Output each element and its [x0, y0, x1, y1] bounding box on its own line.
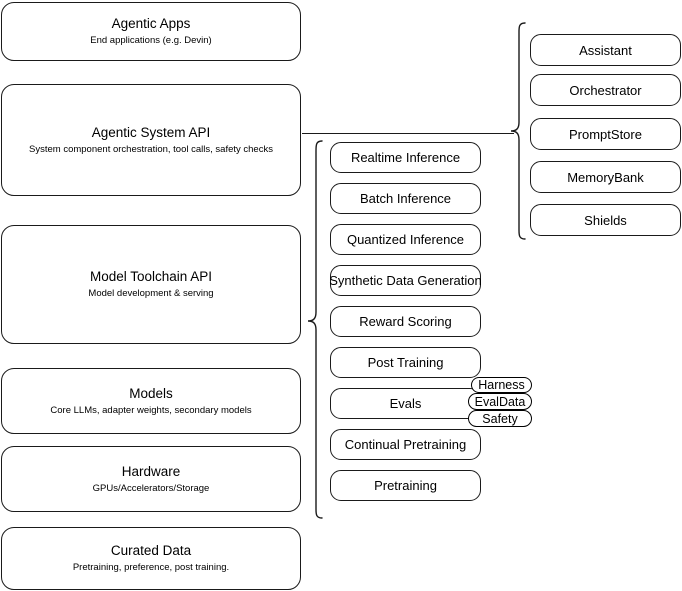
toolchain-component-continual-pretraining[interactable]: Continual Pretraining — [330, 429, 481, 460]
agentic-component-shields[interactable]: Shields — [530, 204, 681, 236]
stack-layer-title: Agentic Apps — [111, 16, 191, 31]
evals-tag-evaldata[interactable]: EvalData — [468, 393, 532, 410]
component-label: Reward Scoring — [359, 314, 452, 329]
evals-tag-safety[interactable]: Safety — [468, 410, 532, 427]
stack-layer-subtitle: End applications (e.g. Devin) — [90, 35, 212, 46]
component-label: Continual Pretraining — [344, 437, 467, 452]
toolchain-component-synthetic-data-generation[interactable]: Synthetic Data Generation — [329, 265, 482, 296]
tag-label: Safety — [482, 411, 518, 426]
stack-layer-agentic-apps[interactable]: Agentic Apps End applications (e.g. Devi… — [1, 2, 301, 61]
brace-agentic-components — [510, 22, 526, 240]
agentic-component-assistant[interactable]: Assistant — [530, 34, 681, 66]
toolchain-component-realtime-inference[interactable]: Realtime Inference — [330, 142, 481, 173]
stack-layer-subtitle: Model development & serving — [88, 288, 214, 299]
stack-layer-hardware[interactable]: Hardware GPUs/Accelerators/Storage — [1, 446, 301, 512]
toolchain-component-batch-inference[interactable]: Batch Inference — [330, 183, 481, 214]
connector-agentic-system-to-components — [302, 133, 514, 135]
agentic-component-promptstore[interactable]: PromptStore — [530, 118, 681, 150]
agentic-component-memorybank[interactable]: MemoryBank — [530, 161, 681, 193]
toolchain-component-pretraining[interactable]: Pretraining — [330, 470, 481, 501]
stack-layer-subtitle: Pretraining, preference, post training. — [72, 562, 230, 573]
component-label: MemoryBank — [567, 169, 644, 185]
component-label: Shields — [584, 212, 627, 228]
component-label: Pretraining — [374, 478, 437, 493]
component-label: Post Training — [367, 355, 444, 370]
component-label: Evals — [389, 396, 422, 411]
component-label: PromptStore — [569, 126, 642, 142]
tag-label: EvalData — [474, 394, 526, 409]
stack-layer-subtitle: System component orchestration, tool cal… — [29, 143, 273, 155]
stack-layer-title: Agentic System API — [91, 124, 211, 140]
component-label: Batch Inference — [359, 191, 452, 206]
stack-layer-models[interactable]: Models Core LLMs, adapter weights, secon… — [1, 368, 301, 434]
toolchain-component-reward-scoring[interactable]: Reward Scoring — [330, 306, 481, 337]
component-label: Realtime Inference — [350, 150, 461, 165]
stack-layer-subtitle: Core LLMs, adapter weights, secondary mo… — [50, 404, 252, 416]
component-label: Assistant — [579, 42, 632, 58]
toolchain-component-post-training[interactable]: Post Training — [330, 347, 481, 378]
stack-layer-title: Model Toolchain API — [89, 269, 213, 284]
stack-layer-agentic-system-api[interactable]: Agentic System API System component orch… — [1, 84, 301, 196]
component-label: Quantized Inference — [346, 232, 465, 247]
component-label: Orchestrator — [569, 82, 642, 98]
toolchain-component-quantized-inference[interactable]: Quantized Inference — [330, 224, 481, 255]
agentic-component-orchestrator[interactable]: Orchestrator — [530, 74, 681, 106]
evals-tag-harness[interactable]: Harness — [471, 377, 532, 393]
stack-layer-curated-data[interactable]: Curated Data Pretraining, preference, po… — [1, 527, 301, 590]
component-label: Synthetic Data Generation — [329, 273, 482, 288]
stack-layer-model-toolchain-api[interactable]: Model Toolchain API Model development & … — [1, 225, 301, 344]
stack-layer-subtitle: GPUs/Accelerators/Storage — [92, 482, 210, 494]
brace-toolchain-components — [303, 140, 323, 520]
stack-layer-title: Models — [129, 385, 173, 401]
stack-layer-title: Curated Data — [110, 543, 192, 558]
stack-layer-title: Hardware — [121, 463, 181, 479]
tag-label: Harness — [478, 378, 525, 392]
toolchain-component-evals[interactable]: Evals — [330, 388, 481, 419]
